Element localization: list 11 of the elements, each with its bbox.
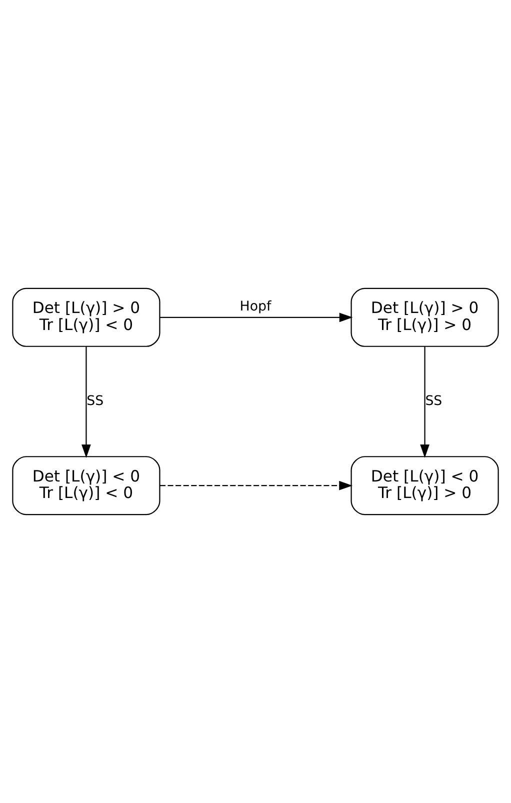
edge-label: SS: [86, 394, 104, 409]
edge-label: Hopf: [240, 299, 272, 314]
arrow: [160, 312, 353, 322]
edge-label: SS: [425, 394, 442, 409]
arrow: [420, 346, 430, 458]
arrow: [82, 346, 91, 458]
node-box: Det [L(γ)] > 0 Tr [L(γ)] > 0: [350, 288, 499, 347]
node-box: Det [L(γ)] < 0 Tr [L(γ)] < 0: [12, 456, 160, 516]
node-box: Det [L(γ)] < 0 Tr [L(γ)] > 0: [350, 456, 499, 516]
node-box: Det [L(γ)] > 0 Tr [L(γ)] < 0: [12, 288, 160, 347]
arrow: [160, 480, 352, 490]
